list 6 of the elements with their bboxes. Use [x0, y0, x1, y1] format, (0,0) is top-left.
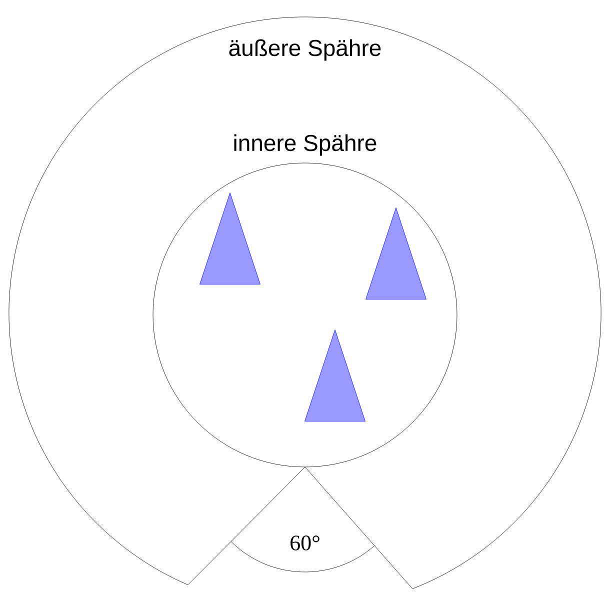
- triangle: [366, 208, 426, 300]
- angle-label: 60°: [290, 536, 320, 550]
- inner-sphere: innere Spähre: [152, 134, 458, 468]
- node-label: innere Spähre: [234, 134, 376, 156]
- triangle: [304, 330, 366, 422]
- triangle: [200, 192, 260, 284]
